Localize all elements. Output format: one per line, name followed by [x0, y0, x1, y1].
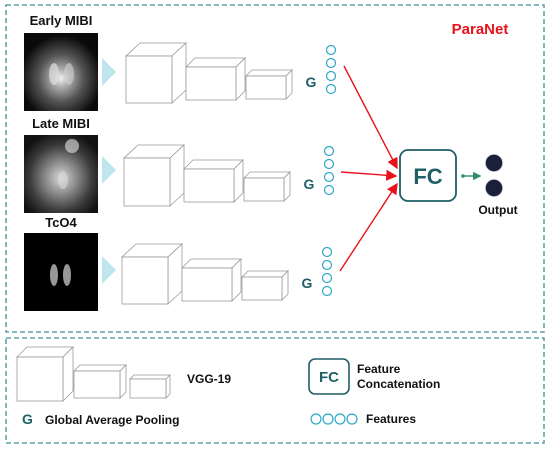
feature-vector [323, 145, 335, 196]
legend-fc-symbol: FC [319, 369, 339, 386]
legend-pool-symbol: G [22, 411, 33, 427]
output-label: Output [478, 203, 517, 217]
scan-hotspot [63, 264, 71, 286]
vgg-block-medium [181, 258, 242, 302]
arrow-late-to-fc [340, 169, 398, 181]
legend-feature-circles [310, 413, 358, 425]
feature-vector [325, 44, 337, 95]
vgg-block-large [120, 243, 184, 305]
legend-fc-label-line1: Feature [357, 362, 401, 376]
row-tco4: TcO4 G [24, 215, 333, 311]
vgg-block-small [241, 270, 289, 301]
vgg-block-small [245, 69, 293, 100]
input-funnel [102, 156, 116, 184]
row-early-mibi: Early MIBI G [24, 13, 337, 111]
diagram-title: ParaNet [452, 21, 509, 38]
legend-fc-symbol-box [308, 358, 350, 395]
legend-vgg-blocks [16, 346, 171, 402]
arrow-tco4-to-fc [339, 182, 398, 272]
early-mibi-scan-image [24, 33, 98, 111]
fc-node [399, 149, 457, 202]
output-node [485, 154, 503, 172]
legend: VGG-19 FC Feature Concatenation G Global… [16, 346, 440, 427]
legend-panel-frame [5, 337, 545, 444]
row-label-early-mibi: Early MIBI [30, 13, 93, 28]
vgg-block-small [243, 171, 291, 202]
scan-hotspot [65, 139, 79, 153]
scan-hotspot [49, 63, 59, 85]
tco4-scan-image [24, 233, 98, 311]
legend-fc-label-line2: Concatenation [357, 377, 440, 391]
input-funnel [102, 256, 116, 284]
scan-hotspot [58, 171, 68, 189]
global-pool-symbol: G [302, 275, 313, 291]
input-funnel [102, 58, 116, 86]
fc-to-output-connector [461, 171, 482, 181]
row-late-mibi: Late MIBI G [24, 116, 335, 213]
output-node [485, 179, 503, 197]
arrow-early-to-fc [343, 65, 398, 170]
row-label-late-mibi: Late MIBI [32, 116, 90, 131]
legend-features-label: Features [366, 412, 416, 426]
legend-pool-label: Global Average Pooling [45, 413, 179, 427]
row-label-tco4: TcO4 [45, 215, 77, 230]
legend-vgg-label: VGG-19 [187, 372, 231, 386]
fc-node-label: FC [413, 164, 442, 189]
feature-vector [321, 246, 333, 297]
global-pool-symbol: G [304, 176, 315, 192]
feature-arrows [339, 65, 398, 272]
main-panel-frame [5, 4, 545, 333]
vgg-block-medium [183, 159, 244, 203]
global-pool-symbol: G [306, 74, 317, 90]
scan-hotspot [50, 264, 58, 286]
vgg-block-medium [185, 57, 246, 101]
vgg-block-large [122, 144, 186, 207]
scan-hotspot [64, 63, 74, 85]
vgg-block-large [124, 42, 188, 104]
